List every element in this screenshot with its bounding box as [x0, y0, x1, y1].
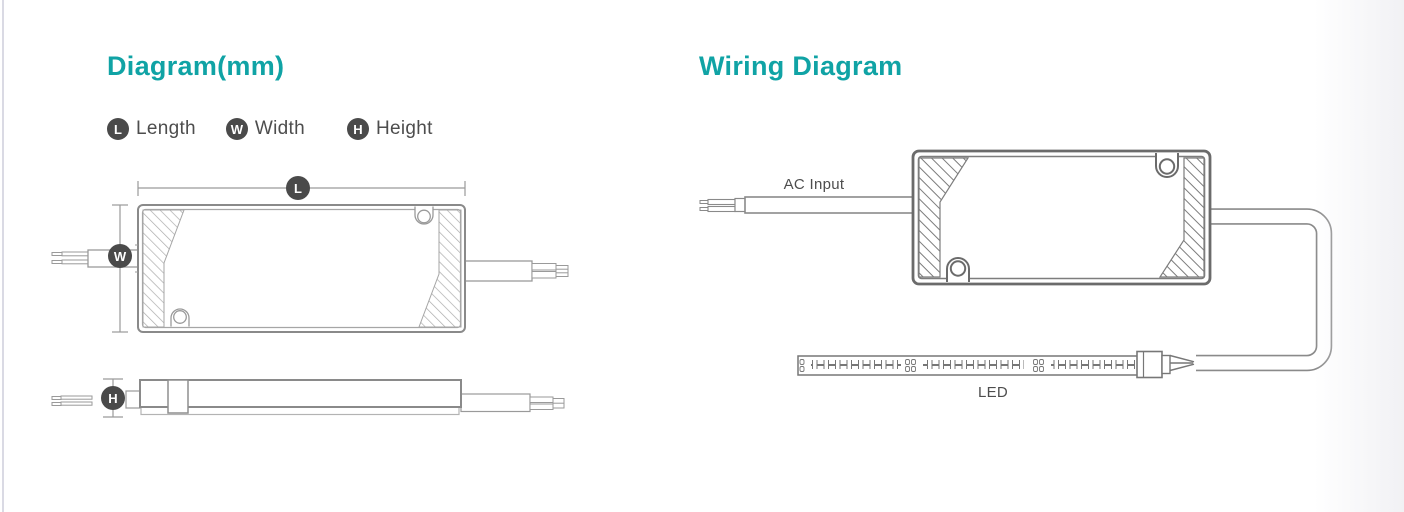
led-connector: [1136, 350, 1195, 379]
driver-top-view: [135, 204, 466, 333]
dimension-legend: L Length W Width H Height: [107, 118, 433, 140]
legend-item-height: H Height: [347, 118, 433, 140]
connector-prongs: [1169, 354, 1195, 372]
side-view-mounting-tab: [167, 379, 189, 414]
legend-item-width: W Width: [225, 118, 305, 140]
mounting-ear-bottom-icon: [946, 257, 970, 282]
svg-text:H: H: [108, 391, 117, 406]
top-view-output-cable: [464, 260, 569, 282]
width-dimension-line: [112, 204, 128, 333]
mounting-ear-top-icon: [1155, 153, 1179, 178]
wiring-diagram-title: Wiring Diagram: [699, 51, 903, 81]
solder-pads: [799, 359, 1044, 372]
wiring-diagram: AC Input: [699, 149, 1333, 401]
dimension-diagram-title: Diagram(mm): [107, 51, 285, 81]
legend-label-width: Width: [254, 118, 305, 139]
hatched-end-right: [1158, 157, 1205, 278]
hatched-end-left: [142, 209, 185, 328]
legend-label-length: Length: [136, 118, 196, 139]
width-badge-icon: W: [225, 118, 248, 140]
driver-side-view: [139, 379, 462, 416]
mounting-ear-bottom-icon: [170, 308, 190, 327]
svg-text:W: W: [114, 249, 127, 264]
led-label: LED: [978, 384, 1008, 401]
ac-input-label: AC Input: [784, 176, 845, 193]
output-cable: [1196, 208, 1333, 372]
length-badge-icon: L: [107, 118, 129, 140]
wiring-driver-box: [911, 149, 1212, 286]
height-badge-icon: H: [347, 118, 369, 140]
l-badge: L: [286, 176, 310, 200]
hatched-end-left: [918, 157, 970, 278]
ac-input-cable: [699, 196, 914, 214]
svg-text:L: L: [294, 181, 302, 196]
hatched-end-right: [418, 209, 462, 328]
legend-label-height: Height: [376, 118, 433, 139]
w-badge: W: [108, 244, 132, 268]
side-view-output-cable: [460, 393, 565, 413]
led-strip: [797, 355, 1146, 376]
dimension-diagram: L W: [51, 176, 569, 418]
h-badge: H: [101, 386, 125, 410]
mounting-ear-top-icon: [414, 206, 434, 225]
legend-item-length: L Length: [107, 118, 196, 140]
